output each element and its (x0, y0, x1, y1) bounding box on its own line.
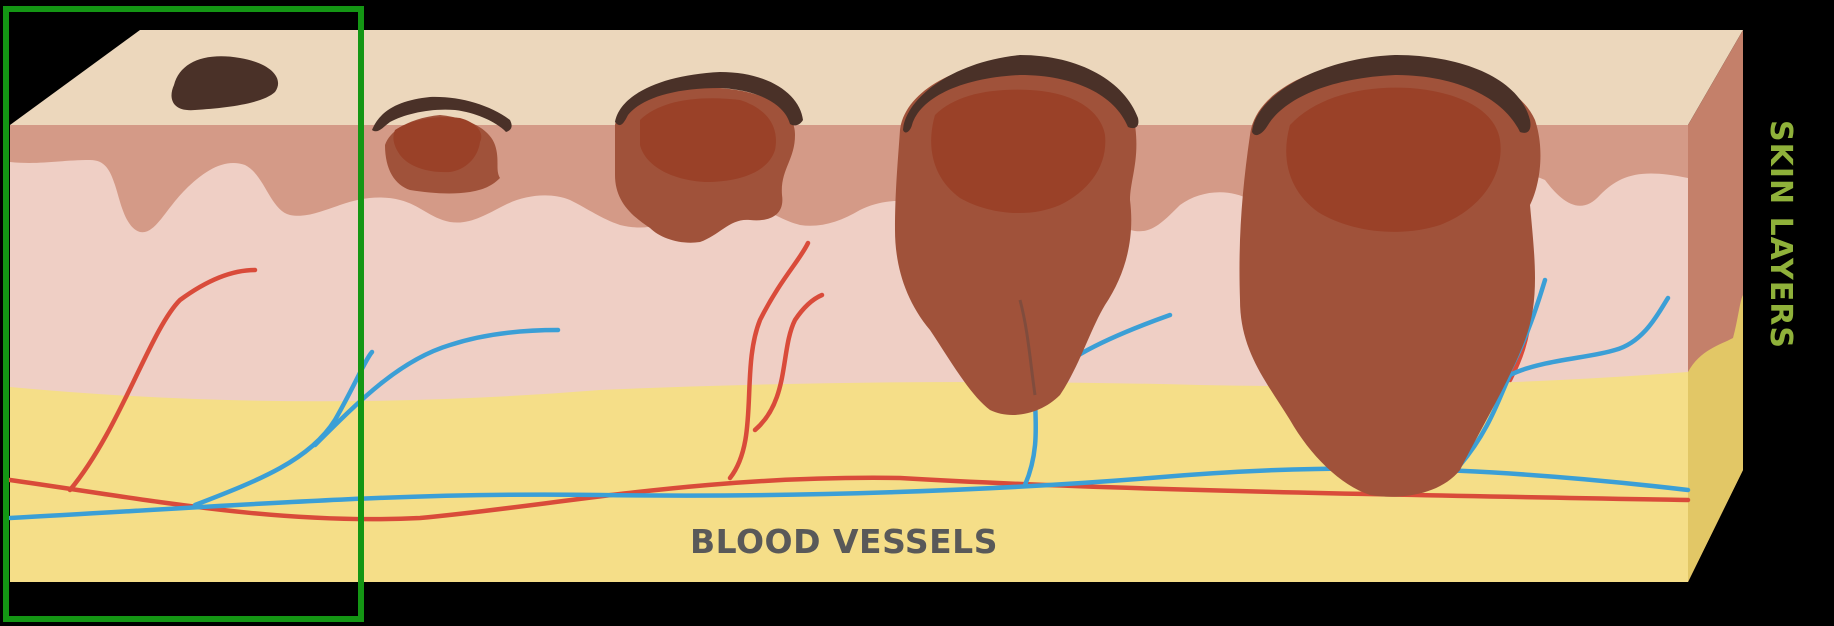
skin-layers-label: SKIN LAYERS (1760, 120, 1800, 390)
blood-vessels-label: BLOOD VESSELS (690, 522, 1010, 561)
highlight-frame (3, 6, 364, 622)
